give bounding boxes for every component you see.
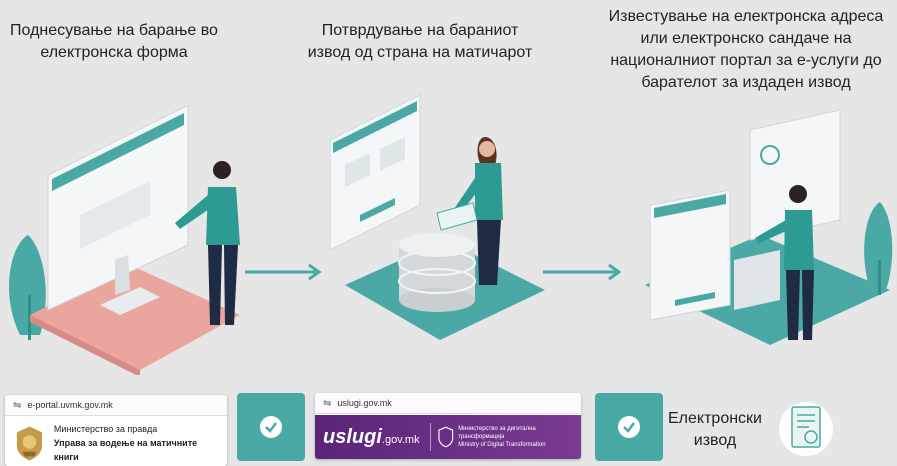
tree-icon bbox=[8, 235, 46, 340]
monitor-icon bbox=[47, 104, 189, 315]
step-3-title-line4: барателот за издаден извод bbox=[641, 74, 851, 91]
step-2-title-line1: Потврдување на бараниот bbox=[321, 22, 519, 39]
check-badge bbox=[595, 393, 663, 461]
portal-org-line1: Министерство за правда bbox=[53, 424, 158, 434]
step-3-title-line3: националниот портал за е-услуги до bbox=[610, 52, 882, 69]
address-bar[interactable]: ⇋ uslugi.gov.mk bbox=[315, 393, 581, 414]
person-icon bbox=[436, 137, 503, 285]
portal-uslugi-card: ⇋ uslugi.gov.mk uslugi.gov.mk Министерст… bbox=[315, 393, 581, 459]
portal-org-line2: Ministry of Digital Transformation bbox=[458, 442, 546, 448]
coat-of-arms-icon bbox=[437, 426, 453, 448]
step-2-title-line2: извод од страна на матичарот bbox=[307, 44, 533, 61]
step-1-illustration bbox=[8, 104, 240, 375]
step-3-title: Известување на електронска адреса или ел… bbox=[596, 6, 896, 94]
step-1-title-line1: Поднесување на барање во bbox=[10, 22, 218, 39]
mailbox-icon bbox=[649, 189, 780, 321]
portal-url[interactable]: e-portal.uvmk.gov.mk bbox=[27, 400, 113, 410]
step-1-title-line2: електронска форма bbox=[40, 44, 188, 61]
document-panel bbox=[329, 94, 421, 251]
address-bar[interactable]: ⇋ e-portal.uvmk.gov.mk bbox=[5, 395, 227, 416]
person-icon bbox=[175, 161, 240, 325]
step-3-title-line2: или електронско сандаче на bbox=[640, 30, 852, 47]
coat-of-arms-icon bbox=[16, 426, 43, 461]
database-icon bbox=[398, 233, 476, 312]
result-label-line1: Електронски bbox=[668, 410, 762, 427]
step-3-illustration bbox=[645, 110, 893, 345]
step-3-title-line1: Известување на електронска адреса bbox=[608, 8, 884, 25]
portal-org-line1: Министерство за дигитална трансформација bbox=[458, 426, 536, 440]
step-1-title: Поднесување на барање во електронска фор… bbox=[0, 20, 228, 64]
uslugi-banner: uslugi.gov.mk Министерство за дигитална … bbox=[315, 415, 581, 459]
checkmark-icon bbox=[618, 416, 640, 438]
step-2-title: Потврдување на бараниот извод од страна … bbox=[290, 20, 550, 64]
result-label-line2: извод bbox=[693, 432, 737, 449]
portal-org-line2: Управа за водење на матичните книги bbox=[53, 438, 198, 462]
uslugi-logo: uslugi.gov.mk bbox=[323, 425, 420, 448]
person-icon bbox=[755, 185, 814, 340]
tree-icon bbox=[864, 202, 893, 295]
check-badge bbox=[237, 393, 305, 461]
portal-panel bbox=[749, 110, 841, 241]
site-settings-icon: ⇋ bbox=[13, 399, 22, 411]
certificate-icon bbox=[779, 402, 833, 456]
site-settings-icon: ⇋ bbox=[323, 397, 332, 409]
checkmark-icon bbox=[260, 416, 282, 438]
portal-url[interactable]: uslugi.gov.mk bbox=[337, 398, 392, 408]
arrow-right-icon bbox=[543, 263, 622, 281]
arrow-right-icon bbox=[245, 263, 322, 281]
step-2-illustration bbox=[329, 94, 545, 340]
portal-eportal-card: ⇋ e-portal.uvmk.gov.mk Министерство за п… bbox=[5, 395, 227, 466]
electronic-certificate-label: Електронски извод bbox=[665, 408, 765, 452]
